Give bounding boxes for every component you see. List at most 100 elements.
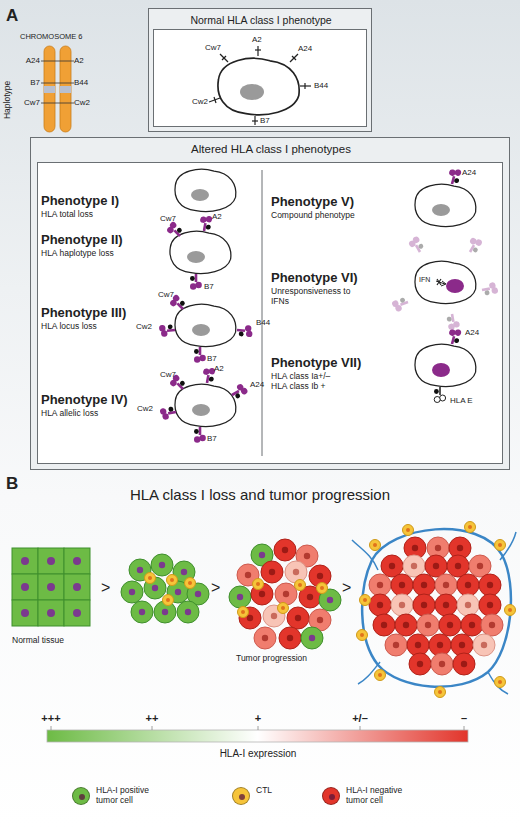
progression-arrow: > — [101, 579, 110, 597]
phenotype-description: HLA locus loss — [41, 322, 97, 332]
advanced-tumor-part — [495, 540, 506, 551]
phenotype-description: HLA class Ia+/– HLA class Ib + — [271, 372, 337, 392]
early-tumor-part — [167, 581, 189, 603]
phenotype-description: HLA total loss — [41, 210, 93, 220]
advanced-tumor-part — [429, 634, 451, 656]
progressing-tumor-part — [274, 539, 296, 561]
early-tumor-part — [151, 554, 173, 576]
chromosome-pair-part — [60, 46, 71, 132]
normal-cell-part — [209, 46, 311, 125]
phenotype-title: Phenotype III) — [41, 306, 126, 321]
early-tumor-part — [187, 583, 209, 605]
early-tumor-part — [167, 575, 178, 586]
normal-tissue-part — [12, 548, 38, 574]
advanced-tumor-part — [465, 522, 476, 533]
advanced-tumor-part — [435, 687, 446, 698]
early-tumor-part — [185, 578, 196, 589]
advanced-tumor-part — [391, 574, 413, 596]
allele-label: A24 — [298, 44, 312, 53]
progressing-tumor-part — [317, 583, 328, 594]
phenotype-title: Phenotype II) — [41, 233, 123, 248]
advanced-tumor-part — [404, 537, 426, 559]
advanced-tumor-part — [473, 634, 495, 656]
text-label: HLA-I expression — [158, 748, 358, 760]
early-tumor-part — [145, 573, 156, 584]
legend-text: HLA-I negative tumor cell — [346, 786, 420, 806]
progressing-tumor-part — [287, 607, 309, 629]
phenotype-cells-part-part — [481, 282, 499, 296]
normal-tissue-part — [38, 600, 64, 626]
allele-label: Cw2 — [136, 322, 152, 331]
advanced-tumor-part — [435, 574, 457, 596]
phenotype-cells-part — [415, 261, 476, 303]
normal-tissue-part — [64, 548, 90, 574]
advanced-tumor-part — [435, 594, 457, 616]
phenotype-cells-part — [446, 327, 461, 345]
progressing-tumor-part — [285, 561, 307, 583]
progressing-tumor — [229, 539, 341, 649]
progressing-tumor-part — [295, 580, 306, 591]
chromosome-pair-part — [44, 46, 55, 132]
phenotype-panel: Altered HLA class I phenotypesPhenotype … — [30, 137, 510, 470]
progressing-tumor-part — [251, 544, 273, 566]
normal-cell-part — [218, 58, 299, 114]
expression-bar-part-part — [464, 726, 465, 730]
advanced-tumor-part — [453, 653, 475, 675]
progressing-tumor-part — [309, 609, 331, 631]
column-divider — [262, 170, 263, 456]
progressing-tumor-part — [275, 583, 297, 605]
advanced-tumor-part — [403, 555, 425, 577]
progressing-tumor-part — [309, 565, 331, 587]
text-label: Haplotype — [3, 70, 13, 130]
normal-cell-part-part — [304, 83, 305, 89]
advanced-tumor-part — [431, 653, 453, 675]
allele-label: A2 — [252, 35, 262, 44]
cell-nucleus — [329, 794, 335, 800]
allele-label: A2 — [214, 364, 224, 373]
phenotype-cells-part-part — [391, 296, 410, 312]
progressing-tumor-part — [278, 603, 289, 614]
panel-letter: A — [6, 6, 18, 26]
chromosome-pair-part — [41, 103, 74, 104]
normal-tissue-part — [38, 574, 64, 600]
progressing-tumor-part — [229, 586, 251, 608]
progressing-tumor-part — [253, 579, 264, 590]
normal-cell-part-part — [214, 97, 216, 103]
progressing-tumor-part — [254, 627, 276, 649]
phenotype-cells-part — [446, 167, 461, 185]
phenotype-cells-part — [194, 427, 206, 443]
advanced-tumor-part — [362, 529, 511, 687]
phenotype-cells-part — [446, 279, 464, 293]
normal-cell-part-part — [257, 46, 258, 56]
allele-label: B7 — [207, 434, 217, 443]
panel-heading: Altered HLA class I phenotypes — [36, 143, 506, 156]
advanced-tumor-part — [495, 677, 506, 688]
allele-label: Cw7 — [158, 290, 174, 299]
early-tumor-part — [144, 577, 166, 599]
phenotype-cells-part — [187, 251, 205, 263]
allele-label: A24 — [462, 168, 476, 177]
advanced-tumor-part — [403, 525, 414, 536]
panel-heading: Normal HLA class I phenotype — [151, 14, 371, 26]
progressing-tumor-part — [301, 627, 323, 649]
advanced-tumor-part — [425, 555, 447, 577]
phenotype-cells-part — [391, 235, 498, 330]
phenotype-panel: Normal HLA class I phenotype — [148, 8, 372, 132]
phenotype-cells-part — [159, 406, 177, 420]
advanced-tumor-part — [409, 653, 431, 675]
allele-label: A24 — [250, 380, 264, 389]
early-tumor-part — [121, 581, 143, 603]
advanced-tumor-part — [413, 594, 435, 616]
normal-cell-part-part — [254, 116, 255, 125]
progressing-tumor-part — [237, 564, 259, 586]
progressing-tumor-part — [279, 627, 301, 649]
normal-cell-part-part — [220, 54, 228, 62]
allele-label: HLA E — [450, 396, 473, 405]
normal-tissue — [12, 548, 90, 626]
phenotype-cells-part — [170, 231, 231, 273]
early-tumor-part — [177, 601, 199, 623]
phenotype-cells-part — [175, 384, 236, 426]
allele-label: B44 — [256, 318, 270, 327]
chromosome-pair — [41, 46, 74, 132]
